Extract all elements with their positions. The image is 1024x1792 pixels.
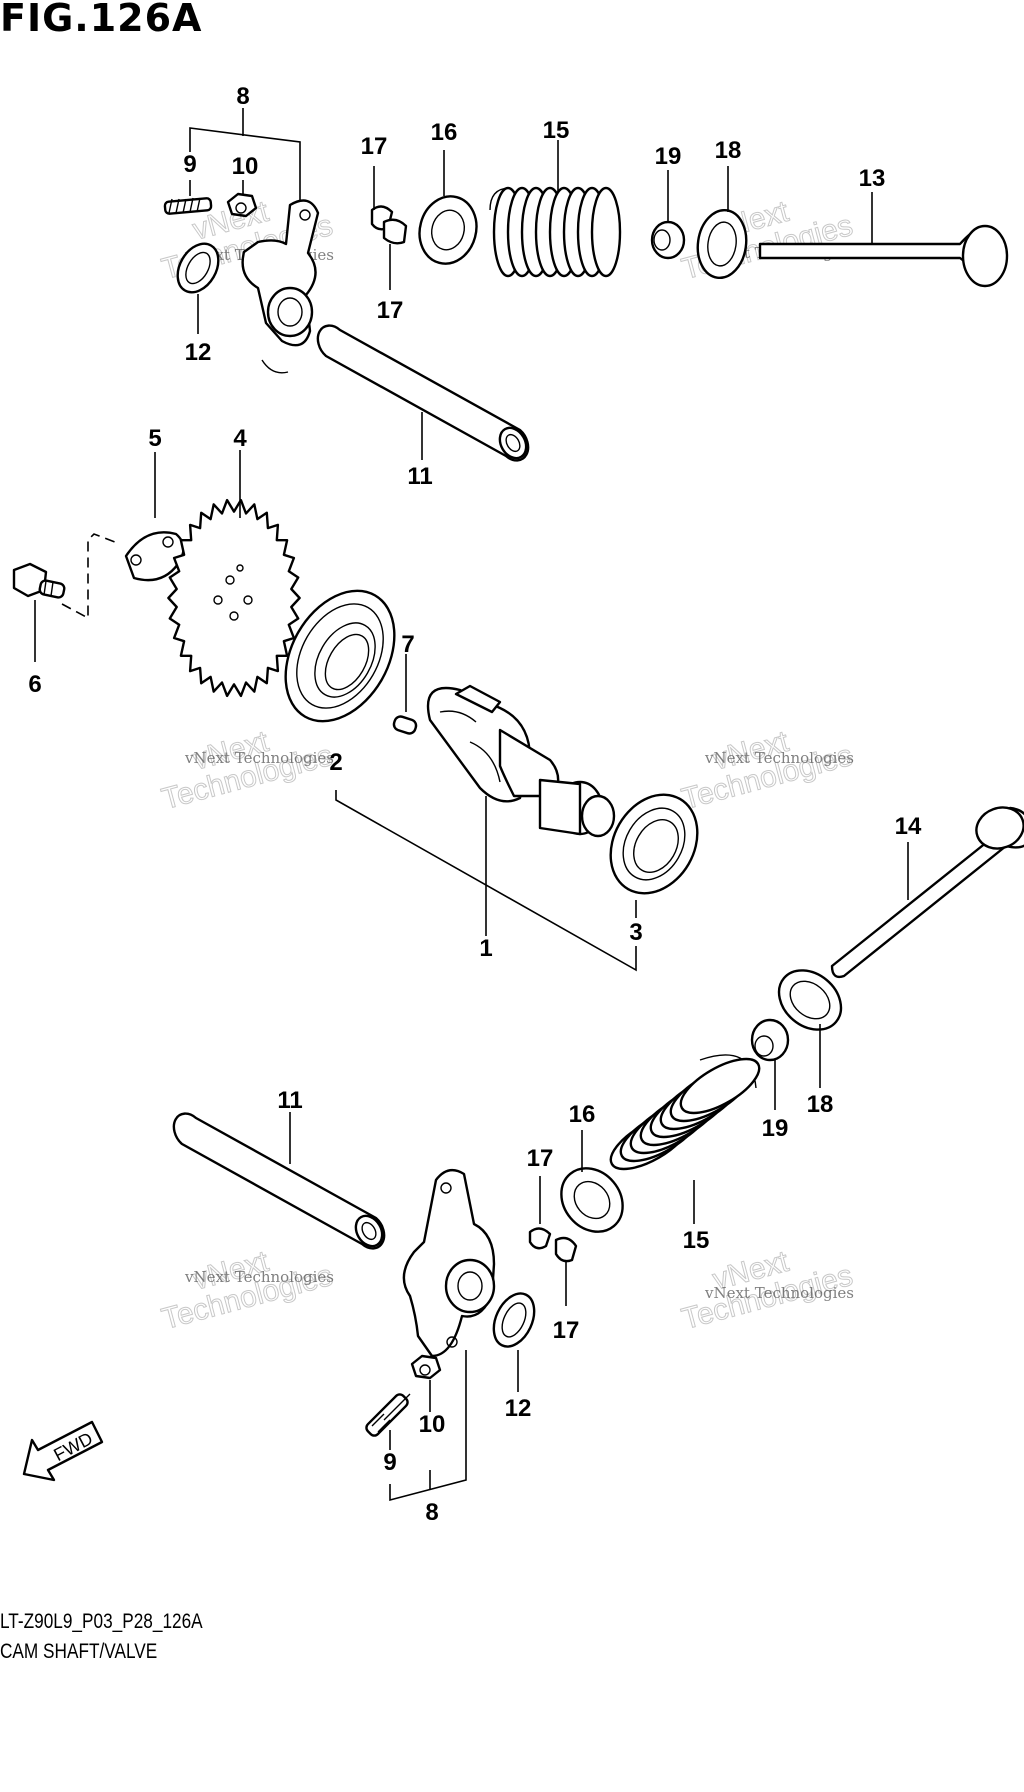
spring-coil	[590, 186, 622, 278]
stem-seal-top	[650, 220, 686, 260]
exhaust-valve	[830, 806, 1024, 979]
cotter-bottom	[528, 1227, 578, 1263]
washer-top	[176, 242, 220, 294]
watermark-text: vNext Technologies	[184, 1268, 334, 1286]
callout-12-top: 12	[185, 339, 212, 366]
adjuster-screw-top	[163, 197, 213, 215]
spring-retainer-top	[418, 195, 478, 265]
callout-9-bottom: 9	[383, 1449, 396, 1476]
leader-line	[335, 790, 637, 972]
spring-retainer-bottom	[560, 1167, 624, 1233]
watermark-text: vNext Technologies	[704, 1284, 854, 1302]
callout-3: 3	[629, 919, 642, 946]
intake-valve	[758, 224, 1009, 288]
lock-nut-bottom	[410, 1354, 442, 1380]
figure-title: FIG.126A	[0, 0, 203, 40]
callout-13: 13	[859, 165, 886, 192]
figure-subtitle: CAM SHAFT/VALVE	[0, 1640, 158, 1663]
dowel-pin	[392, 715, 418, 735]
callout-19-bottom: 19	[762, 1115, 789, 1142]
callout-15-top: 15	[543, 117, 570, 144]
rocker-arm-bottom	[402, 1168, 496, 1358]
callout-12-bottom: 12	[505, 1395, 532, 1422]
callout-17-bottom-b: 17	[553, 1317, 580, 1344]
spring-seat-bottom	[777, 969, 843, 1031]
leader-line	[189, 127, 301, 200]
sprocket-bolt	[12, 562, 66, 599]
watermark-text: vNext Technologies	[704, 749, 854, 767]
callout-10-top: 10	[232, 153, 259, 180]
valve-spring-bottom	[609, 1054, 761, 1171]
cam-bearing-left	[284, 589, 396, 723]
callout-19-top: 19	[655, 143, 682, 170]
callout-8-top: 8	[236, 83, 249, 110]
rocker-shaft-top	[316, 324, 530, 462]
stem-seal-bottom	[750, 1018, 790, 1062]
callout-7: 7	[401, 631, 414, 658]
assembly-connector	[61, 533, 121, 620]
callout-2: 2	[329, 749, 342, 776]
callout-14: 14	[895, 813, 922, 840]
callout-4: 4	[233, 425, 247, 452]
callout-17-top-a: 17	[361, 133, 388, 160]
callout-16-top: 16	[431, 119, 458, 146]
rocker-arm-top	[241, 199, 320, 374]
leader-line	[389, 1350, 467, 1502]
figure-code: LT-Z90L9_P03_P28_126A	[0, 1610, 203, 1633]
spring-seat-top	[696, 208, 748, 280]
callout-11-bottom: 11	[277, 1087, 302, 1114]
lock-nut-top	[226, 192, 258, 218]
watermark-text: vNext Technologies	[184, 749, 334, 767]
cotter-top	[370, 205, 408, 245]
spring-coil	[679, 1057, 761, 1115]
cam-bearing-right	[609, 793, 699, 895]
watermark: vNext Technologies	[678, 194, 857, 286]
washer-bottom	[492, 1292, 536, 1348]
valve-spring-top	[489, 186, 622, 278]
callout-5: 5	[148, 425, 161, 452]
callout-8-bottom: 8	[425, 1499, 438, 1526]
callout-16-bottom: 16	[569, 1101, 596, 1128]
callout-9-top: 9	[183, 151, 196, 178]
camshaft	[426, 684, 616, 838]
adjuster-screw-bottom	[365, 1393, 411, 1437]
callout-6: 6	[28, 671, 41, 698]
cam-sprocket	[167, 498, 301, 698]
callout-1: 1	[479, 935, 492, 962]
callout-10-bottom: 10	[419, 1411, 446, 1438]
callout-18-bottom: 18	[807, 1091, 834, 1118]
rocker-shaft-bottom	[172, 1112, 386, 1250]
callout-15-bottom: 15	[683, 1227, 710, 1254]
callout-11-top: 11	[407, 463, 432, 490]
fwd-direction-arrow: FWD	[22, 1420, 104, 1482]
callout-17-bottom-a: 17	[527, 1145, 554, 1172]
callout-18-top: 18	[715, 137, 742, 164]
callout-17-top-b: 17	[377, 297, 404, 324]
